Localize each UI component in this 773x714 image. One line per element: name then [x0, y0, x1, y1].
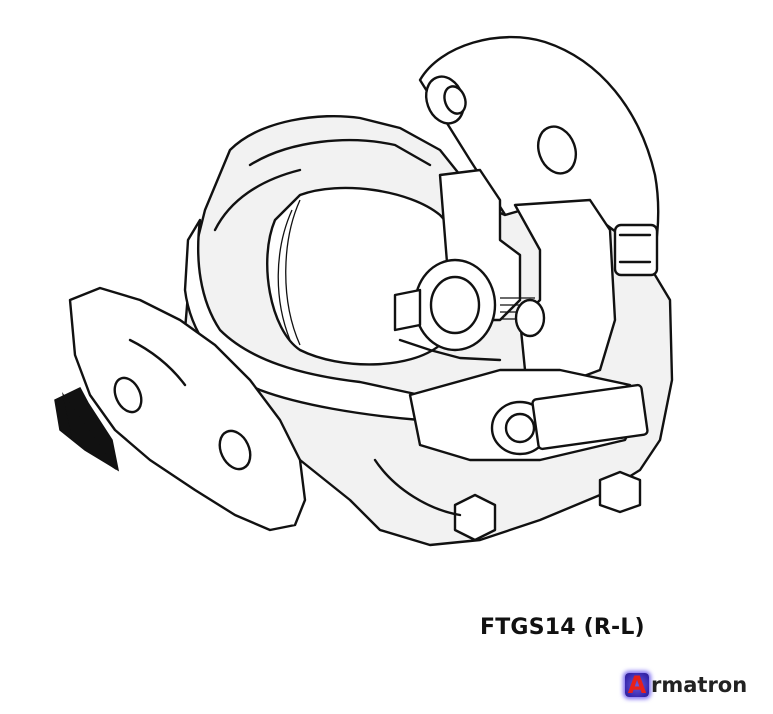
brand-watermark: A rmatron [625, 670, 747, 700]
steam-trap-cutaway-illustration [54, 35, 674, 547]
inlet-flange [68, 286, 307, 532]
figure-caption: FTGS14 (R-L) [480, 615, 645, 640]
lever-assembly [408, 368, 649, 462]
valve-assembly [393, 258, 546, 362]
brand-name: rmatron [651, 673, 748, 697]
brand-logo-letter: A [627, 671, 647, 699]
bolts [373, 458, 642, 542]
arrow-down-left-icon [54, 387, 120, 472]
brand-logo-icon: A [625, 673, 649, 697]
